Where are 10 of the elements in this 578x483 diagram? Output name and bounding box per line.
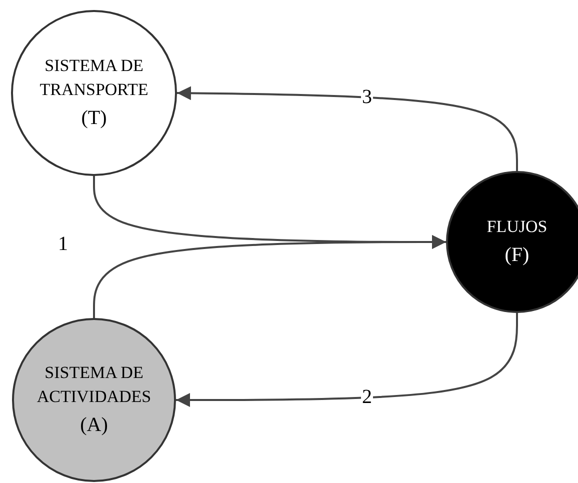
arrow <box>176 86 518 171</box>
node-symbol: (F) <box>504 243 530 268</box>
arrow <box>93 235 446 318</box>
arrow <box>176 313 518 407</box>
number-label: 1 <box>58 234 68 254</box>
node-title: FLUJOS <box>486 216 548 238</box>
node-symbol: (T) <box>81 106 107 131</box>
node-symbol: (A) <box>80 413 108 438</box>
node-title: SISTEMA DE TRANSPORTE <box>38 55 150 101</box>
node-title: SISTEMA DE ACTIVIDADES <box>36 362 152 408</box>
